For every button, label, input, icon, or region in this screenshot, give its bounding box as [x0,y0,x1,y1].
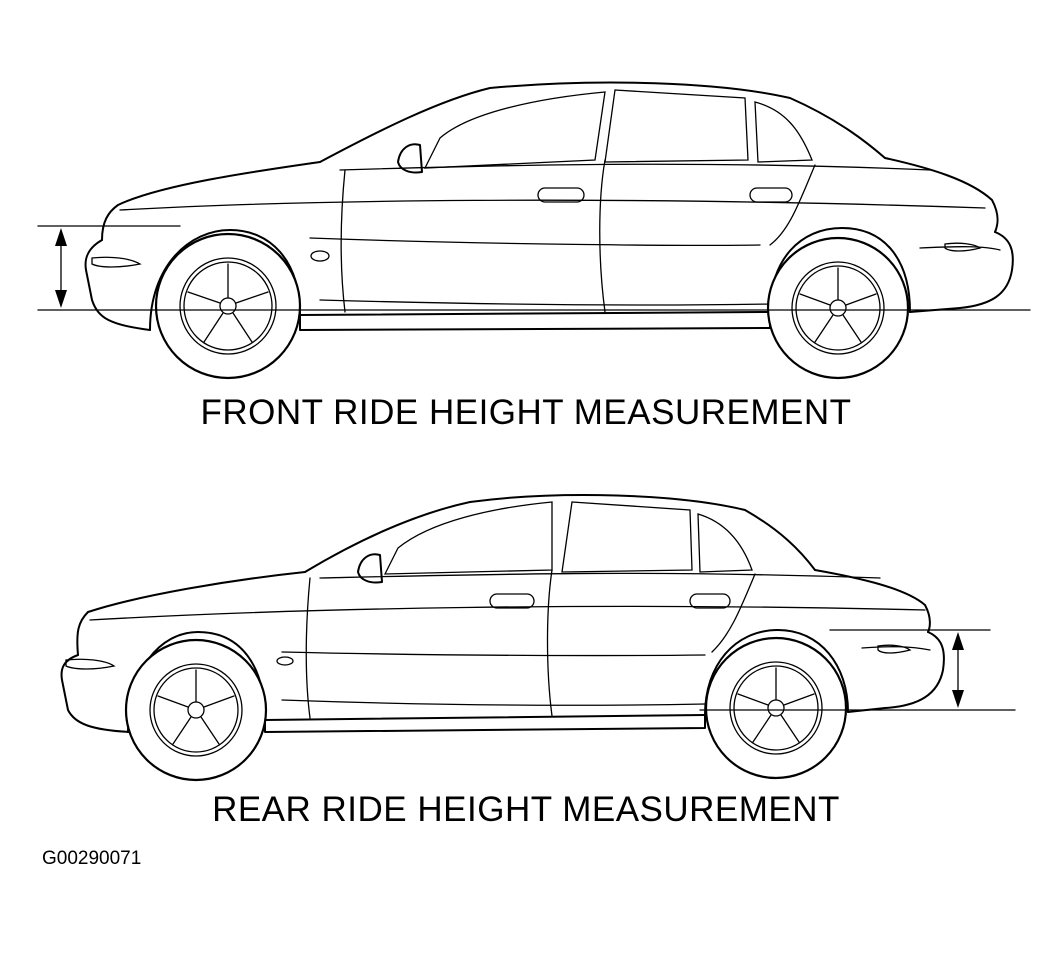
front-ride-height-diagram: FRONT RIDE HEIGHT MEASUREMENT [0,0,1052,470]
rear-wheel [766,236,910,380]
front-wheel [124,638,268,782]
figure-id: G00290071 [42,848,142,869]
front-wheel [154,232,302,380]
car-body [60,494,945,733]
ride-height-indicator [699,629,1016,711]
rear-wheel [704,636,848,780]
front-car-illustration [37,81,1031,380]
rear-car-illustration [60,494,1016,782]
front-diagram-caption: FRONT RIDE HEIGHT MEASUREMENT [200,393,852,432]
rear-ride-height-diagram: REAR RIDE HEIGHT MEASUREMENT [0,470,1052,855]
rear-diagram-caption: REAR RIDE HEIGHT MEASUREMENT [212,790,840,829]
ride-height-indicator [37,225,1031,311]
